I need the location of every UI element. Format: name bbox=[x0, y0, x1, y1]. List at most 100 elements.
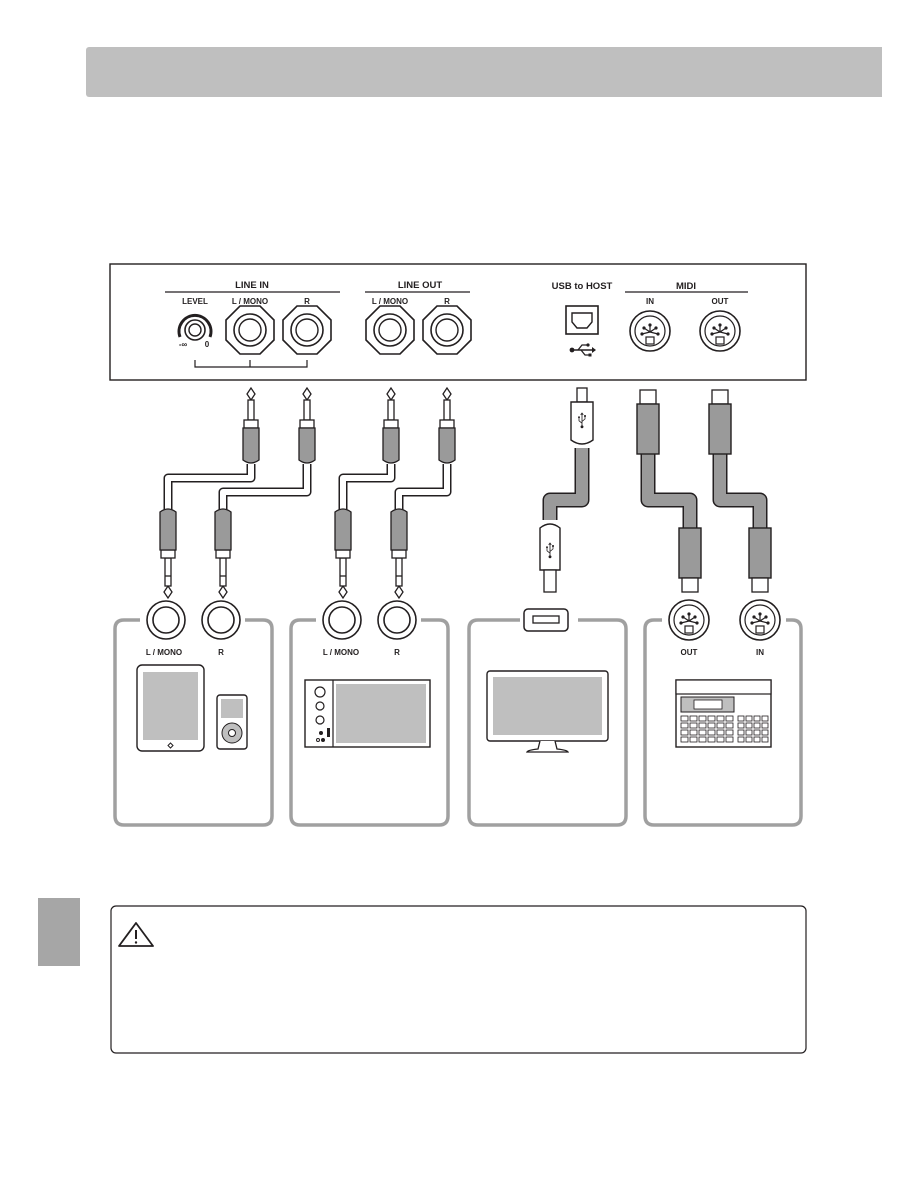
tablet-icon bbox=[136, 664, 205, 752]
mixer-l-socket[interactable] bbox=[322, 600, 362, 640]
sequencer-key bbox=[761, 736, 769, 743]
device-box-mixer bbox=[289, 618, 450, 827]
mixer-icon bbox=[304, 679, 431, 748]
sequencer-key bbox=[707, 729, 716, 736]
sequencer-key bbox=[753, 729, 761, 736]
line-in-r-plug bbox=[298, 387, 316, 464]
sequencer-icon bbox=[675, 679, 772, 748]
player-r-plug bbox=[214, 508, 232, 599]
line-out-r-label: R bbox=[444, 297, 450, 306]
device-box-midi bbox=[643, 618, 803, 827]
player-l-label: L / MONO bbox=[146, 648, 182, 657]
monitor-icon bbox=[486, 670, 609, 753]
player-l-plug bbox=[159, 508, 177, 599]
sequencer-key bbox=[680, 715, 689, 722]
caution-box bbox=[110, 905, 807, 1054]
sequencer-key bbox=[737, 729, 745, 736]
level-max-label: 0 bbox=[205, 340, 210, 349]
usb-a-plug bbox=[539, 523, 561, 593]
player-r-socket[interactable] bbox=[201, 600, 241, 640]
device-box-player bbox=[113, 618, 274, 827]
header-bar bbox=[86, 47, 882, 97]
midi-out-cable-plug-bottom bbox=[678, 527, 702, 593]
device-box-computer bbox=[467, 618, 628, 827]
sequencer-key bbox=[680, 736, 689, 743]
sequencer-key bbox=[745, 722, 753, 729]
player-r-label: R bbox=[218, 648, 224, 657]
line-out-l-socket[interactable] bbox=[365, 305, 415, 355]
sequencer-key bbox=[716, 736, 725, 743]
midi-in-cable-plug-bottom bbox=[748, 527, 772, 593]
mixer-r-plug bbox=[390, 508, 408, 599]
sequencer-key bbox=[707, 715, 716, 722]
sequencer-key bbox=[707, 736, 716, 743]
sequencer-key bbox=[689, 736, 698, 743]
mixer-l-plug bbox=[334, 508, 352, 599]
sequencer-key bbox=[698, 729, 707, 736]
level-min-label: -∞ bbox=[179, 340, 188, 349]
cables bbox=[163, 448, 768, 530]
mixer-r-socket[interactable] bbox=[377, 600, 417, 640]
midi-out-label: OUT bbox=[712, 297, 729, 306]
sequencer-key bbox=[698, 722, 707, 729]
sequencer-key bbox=[745, 715, 753, 722]
sequencer-key bbox=[737, 736, 745, 743]
sequencer-key bbox=[689, 729, 698, 736]
usb-host-port[interactable] bbox=[565, 305, 599, 335]
usb-to-host-label: USB to HOST bbox=[552, 281, 613, 292]
player-l-socket[interactable] bbox=[146, 600, 186, 640]
level-label: LEVEL bbox=[182, 297, 208, 306]
line-out-r-plug bbox=[438, 387, 456, 464]
sequencer-key bbox=[753, 722, 761, 729]
side-tab bbox=[38, 898, 80, 966]
sequencer-key bbox=[761, 729, 769, 736]
sequencer-key bbox=[725, 729, 734, 736]
sequencer-key bbox=[745, 729, 753, 736]
line-in-title: LINE IN bbox=[235, 280, 269, 291]
sequencer-key bbox=[716, 729, 725, 736]
sequencer-key bbox=[698, 736, 707, 743]
line-in-r-socket[interactable] bbox=[282, 305, 332, 355]
sequencer-key bbox=[725, 715, 734, 722]
level-knob[interactable] bbox=[177, 314, 213, 341]
sequencer-key bbox=[716, 715, 725, 722]
sequencer-key bbox=[698, 715, 707, 722]
device-midi-out-label: OUT bbox=[681, 648, 698, 657]
sequencer-key bbox=[707, 722, 716, 729]
line-in-l-label: L / MONO bbox=[232, 297, 268, 306]
midi-title: MIDI bbox=[676, 281, 696, 292]
sequencer-key bbox=[761, 715, 769, 722]
line-out-title: LINE OUT bbox=[398, 280, 443, 291]
sequencer-key bbox=[753, 715, 761, 722]
sequencer-key bbox=[725, 736, 734, 743]
sequencer-key bbox=[745, 736, 753, 743]
midi-in-port[interactable] bbox=[629, 310, 671, 352]
line-out-l-label: L / MONO bbox=[372, 297, 408, 306]
line-out-l-plug bbox=[382, 387, 400, 464]
usb-b-plug bbox=[570, 387, 594, 445]
device-midi-in-label: IN bbox=[756, 648, 764, 657]
sequencer-key bbox=[753, 736, 761, 743]
midi-in-cable-plug-top bbox=[636, 389, 660, 455]
sequencer-key bbox=[761, 722, 769, 729]
sequencer-key bbox=[689, 715, 698, 722]
sequencer-key bbox=[725, 722, 734, 729]
mixer-l-label: L / MONO bbox=[323, 648, 359, 657]
midi-out-cable-plug-top bbox=[708, 389, 732, 455]
warning-icon bbox=[118, 922, 154, 947]
line-in-r-label: R bbox=[304, 297, 310, 306]
sequencer-key bbox=[737, 722, 745, 729]
midi-out-port[interactable] bbox=[699, 310, 741, 352]
device-midi-in-port[interactable] bbox=[739, 599, 781, 641]
line-in-l-socket[interactable] bbox=[225, 305, 275, 355]
line-out-r-socket[interactable] bbox=[422, 305, 472, 355]
sequencer-key bbox=[689, 722, 698, 729]
music-player-icon bbox=[216, 694, 248, 750]
device-midi-out-port[interactable] bbox=[668, 599, 710, 641]
computer-usb-port[interactable] bbox=[523, 608, 569, 632]
sequencer-key bbox=[716, 722, 725, 729]
sequencer-key bbox=[680, 729, 689, 736]
sequencer-key bbox=[680, 722, 689, 729]
line-in-l-plug bbox=[242, 387, 260, 464]
